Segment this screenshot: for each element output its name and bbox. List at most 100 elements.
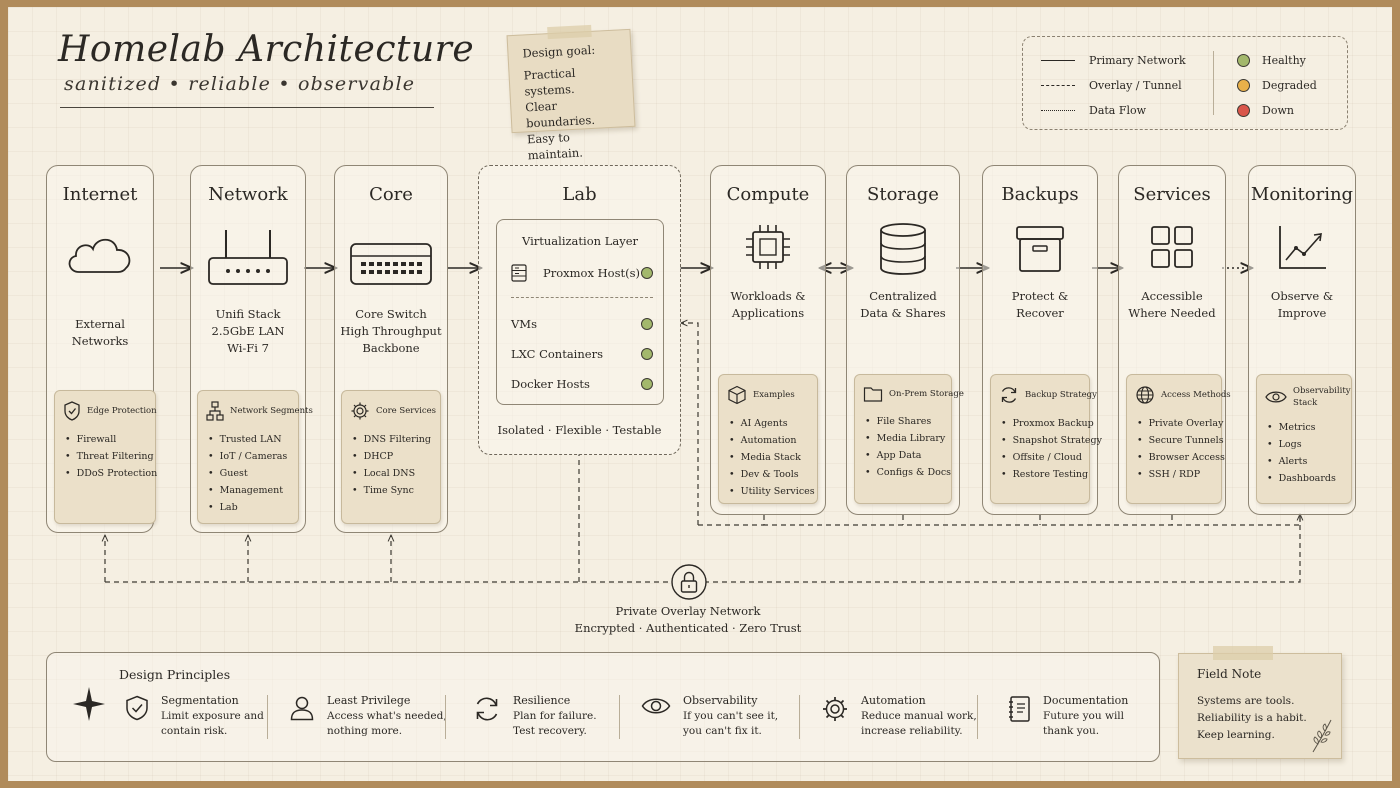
box-icon (728, 385, 746, 405)
legend-status-degraded: Degraded (1237, 77, 1317, 93)
principle-separator (977, 695, 978, 739)
card-heading: Examples (727, 385, 809, 405)
column-core[interactable]: Core Core Switch High Throughput Backbon… (334, 165, 448, 533)
list-item: Secure Tunnels (1137, 432, 1224, 449)
principle-name: Segmentation (161, 694, 239, 707)
principle-name: Automation (861, 694, 926, 707)
status-dot-green (641, 348, 653, 360)
column-storage[interactable]: Storage Centralized Data & Shares On-Pre… (846, 165, 964, 515)
eye-icon (641, 698, 671, 714)
tape-strip (1213, 646, 1273, 660)
column-desc: Unifi Stack 2.5GbE LAN Wi-Fi 7 (195, 306, 301, 357)
principle-name: Resilience (513, 694, 571, 707)
card-list: DNS Filtering DHCP Local DNS Time Sync (350, 431, 432, 499)
lab-item-lxc[interactable]: LXC Containers (511, 345, 653, 363)
card-backup-strategy: Backup Strategy Proxmox Backup Snapshot … (990, 374, 1102, 504)
desc-line: External (75, 317, 125, 331)
list-item: Logs (1267, 436, 1343, 453)
legend-item-primary: Primary Network (1041, 52, 1186, 68)
gear-icon (351, 402, 369, 420)
principle-desc: Limit exposure and (161, 710, 264, 722)
proxmox-host-row[interactable]: Proxmox Host(s) (511, 264, 653, 282)
column-title: Storage (867, 184, 939, 205)
gear-icon (823, 697, 847, 721)
card-list: Firewall Threat Filtering DDoS Protectio… (63, 431, 158, 482)
legend-solid-line (1041, 59, 1075, 61)
card-core-services: Core Services DNS Filtering DHCP Local D… (341, 390, 441, 524)
status-dot-green (1237, 53, 1250, 67)
column-title: Lab (562, 184, 597, 205)
card-heading-text: Observability Stack (1293, 386, 1351, 408)
list-item: App Data (865, 447, 943, 464)
principle-separator (445, 695, 446, 739)
page-title: Homelab Architecture (58, 29, 475, 70)
globe-icon (1136, 386, 1154, 404)
desc-line: Data & Shares (860, 306, 946, 320)
column-internet[interactable]: Internet External Networks Edge Protecti… (46, 165, 158, 533)
list-item: Restore Testing (1001, 466, 1089, 483)
status-dot-red (1237, 103, 1250, 117)
column-desc: Protect & Recover (987, 288, 1093, 322)
page-subtitle: sanitized • reliable • observable (64, 73, 416, 95)
list-item: Alerts (1267, 453, 1343, 470)
lab-item-docker[interactable]: Docker Hosts (511, 375, 653, 393)
shield-icon (64, 401, 80, 421)
refresh-icon (1001, 387, 1017, 403)
desc-line: Backbone (362, 341, 420, 355)
desc-line: 2.5GbE LAN (211, 324, 285, 338)
principle-name: Documentation (1043, 694, 1129, 707)
principle-desc: you can't fix it. (683, 725, 762, 737)
principle-separator (619, 695, 620, 739)
list-item: Private Overlay (1137, 415, 1224, 432)
list-item: AI Agents (729, 415, 809, 432)
column-services[interactable]: Services Accessible Where Needed Access … (1118, 165, 1231, 515)
column-monitoring[interactable]: Monitoring Observe & Improve Observabili… (1248, 165, 1356, 515)
column-backups[interactable]: Backups Protect & Recover Backup Strateg… (982, 165, 1102, 515)
legend-dashed-line (1041, 84, 1075, 86)
column-desc: External Networks (51, 316, 149, 350)
list-item: DDoS Protection (65, 465, 158, 482)
connection-lines (8, 7, 1392, 600)
overlay-subtitle: Encrypted · Authenticated · Zero Trust (574, 621, 802, 635)
card-heading-text: Core Services (376, 406, 437, 416)
column-lab[interactable]: Lab Isolated · Flexible · Testable (478, 165, 681, 455)
refresh-icon (476, 697, 498, 721)
desc-line: Centralized (869, 289, 937, 303)
card-heading: Network Segments (206, 401, 313, 421)
principle-desc: Plan for failure. (513, 710, 597, 722)
principle-desc: thank you. (1043, 725, 1100, 737)
card-observability-stack: Observability Stack Metrics Logs Alerts … (1256, 374, 1352, 504)
shield-icon (126, 695, 148, 721)
folder-icon (863, 387, 883, 402)
desc-line: Protect & (1011, 289, 1069, 303)
card-access-methods: Access Methods Private Overlay Secure Tu… (1126, 374, 1231, 504)
column-compute[interactable]: Compute Workloads & Applications Example… (710, 165, 826, 515)
legend-status-down: Down (1237, 102, 1294, 118)
field-note-heading: Field Note (1197, 667, 1262, 681)
desc-line: High Throughput (340, 324, 442, 338)
list-item: Guest (208, 465, 290, 482)
leaf-sprig-icon (1312, 719, 1332, 753)
column-network[interactable]: Network Unifi Stack 2.5GbE LAN Wi-Fi 7 N… (190, 165, 313, 533)
principle-desc: If you can't see it, (683, 710, 779, 722)
eye-icon (1265, 391, 1287, 403)
lab-item-vms[interactable]: VMs (511, 315, 653, 333)
list-item: SSH / RDP (1137, 466, 1213, 483)
card-heading: Edge Protection (63, 401, 157, 421)
user-icon (290, 696, 314, 721)
legend-item-overlay: Overlay / Tunnel (1041, 77, 1182, 93)
list-item: Metrics (1267, 419, 1343, 436)
database-icon (880, 223, 926, 275)
desc-line: Applications (731, 306, 805, 320)
legend-dotted-line (1041, 109, 1075, 111)
column-desc: Accessible Where Needed (1123, 288, 1221, 322)
column-desc: Centralized Data & Shares (851, 288, 955, 322)
cloud-icon (68, 238, 131, 273)
line-chart-icon (1279, 226, 1326, 269)
column-title: Backups (1001, 184, 1079, 205)
